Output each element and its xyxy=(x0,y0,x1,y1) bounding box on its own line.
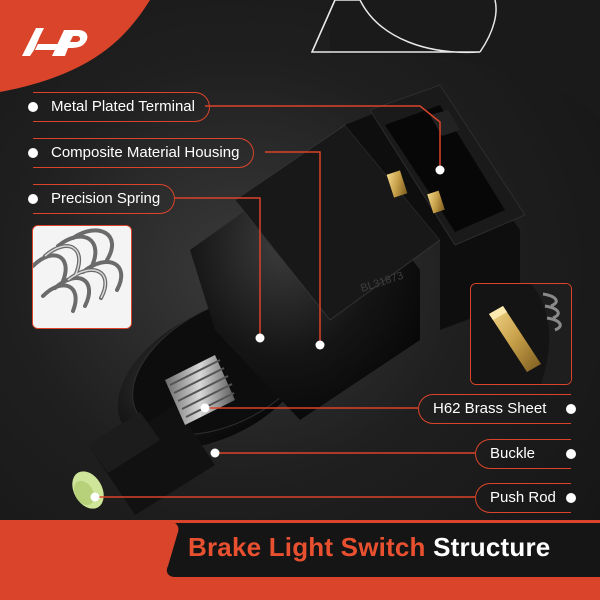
label-dot xyxy=(28,102,38,112)
label-h62-brass-sheet: H62 Brass Sheet xyxy=(418,394,576,424)
label-dot xyxy=(28,194,38,204)
title-part-2: Structure xyxy=(433,532,551,562)
label-text: H62 Brass Sheet xyxy=(433,400,547,417)
label-dot xyxy=(566,493,576,503)
footer-band xyxy=(0,520,600,600)
label-text: Composite Material Housing xyxy=(51,144,240,161)
label-dot xyxy=(566,404,576,414)
ap-logo-icon xyxy=(0,0,150,92)
label-precision-spring: Precision Spring xyxy=(28,184,176,214)
label-text: Precision Spring xyxy=(51,190,161,207)
label-text: Metal Plated Terminal xyxy=(51,98,195,115)
label-push-rod: Push Rod xyxy=(475,483,576,513)
label-dot xyxy=(566,449,576,459)
label-dot xyxy=(28,148,38,158)
page-title: Brake Light Switch Structure xyxy=(188,532,550,563)
brass-sheet-closeup-image xyxy=(470,283,572,385)
spring-closeup-image xyxy=(32,225,132,329)
label-buckle: Buckle xyxy=(475,439,576,469)
label-text: Push Rod xyxy=(490,489,556,506)
label-composite-housing: Composite Material Housing xyxy=(28,138,255,168)
title-part-1: Brake Light Switch xyxy=(188,532,426,562)
label-text: Buckle xyxy=(490,445,536,462)
label-metal-plated-terminal: Metal Plated Terminal xyxy=(28,92,210,122)
